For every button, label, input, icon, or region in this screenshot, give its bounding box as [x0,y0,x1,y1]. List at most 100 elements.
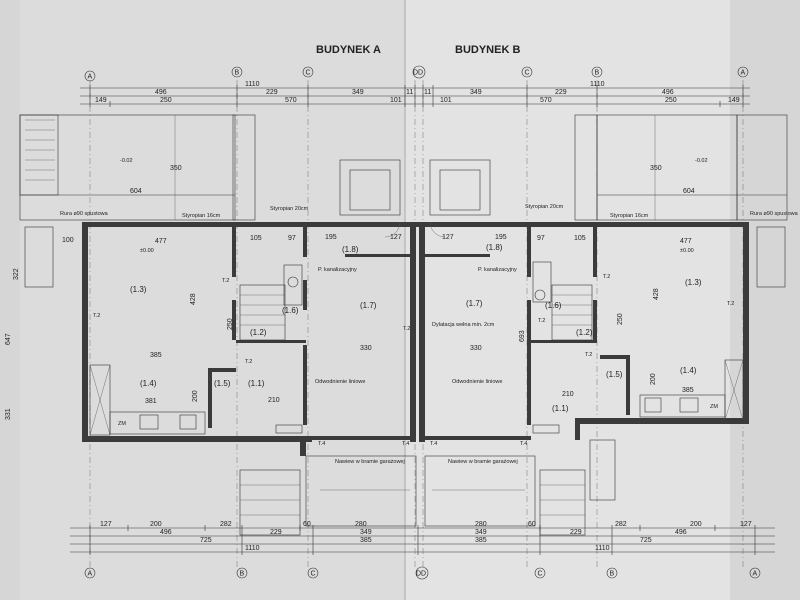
dim-b-a-1110: 1110 [245,545,260,552]
walls-building-b [419,222,749,442]
dim-b-604: 604 [683,188,695,195]
dim-a-350: 350 [170,165,182,172]
dim-left-100: 100 [62,237,74,244]
axis-label: A [88,571,93,578]
axis-label: DD [416,571,426,578]
dim-b-a-725: 725 [200,537,212,544]
note-a-styropian16: Styropian 16cm [182,213,221,219]
room-b-1-7: (1.7) [466,299,483,308]
top-dimension-lines [80,85,750,107]
room-b-1-2: (1.2) [576,328,593,337]
axis-label: C [311,571,316,578]
dim-a-250: 250 [227,318,234,330]
tag-t2: T.2 [538,318,545,324]
fixtures [89,221,744,436]
tag-t2: T.2 [222,278,229,284]
dim-b-127: 127 [442,234,454,241]
dim-a-428: 428 [190,293,197,305]
note-a-odw: Odwodnienie liniowe [315,379,365,385]
dim-b-195: 195 [495,234,507,241]
tag-t2: T.2 [93,313,100,319]
note-a-nawiew: Nawiew w bramie garażowej [335,459,405,465]
dim-b-b-282: 282 [615,521,627,528]
note-a-pion: P. kanalizacyjny [318,267,357,273]
paper-sheet-right [405,0,730,600]
dim-b-693: 693 [519,330,526,342]
dim-b-p3: 496 [662,89,674,96]
tag-t4: T.4 [318,441,325,447]
room-a-1-7: (1.7) [360,301,377,310]
dim-b-b-60: 60 [528,521,536,528]
room-b-1-6: (1.6) [545,301,562,310]
dim-mid-11b: 11 [424,89,431,96]
axis-label: B [240,571,245,578]
axis-label: DD [413,70,423,77]
dim-left-331: 331 [5,408,12,420]
dim-a-r1: 149 [95,97,107,104]
dim-b-r2: 570 [540,97,552,104]
dim-a-97: 97 [288,235,296,242]
side-balcony [756,226,786,288]
dim-a-200: 200 [192,390,199,402]
dim-b-a-200: 200 [150,521,162,528]
dim-b-200: 200 [650,373,657,385]
dim-a-r2: 250 [160,97,172,104]
axis-label: A [753,571,758,578]
axis-label: B [610,571,615,578]
room-a-1-3: (1.3) [130,285,147,294]
dim-b-r1: 101 [440,97,452,104]
dim-a-total: 1110 [245,81,260,88]
room-b-1-8: (1.8) [486,243,503,252]
dim-a-330: 330 [360,345,372,352]
note-b-styropian16: Styropian 16cm [610,213,649,219]
dim-b-a-282: 282 [220,521,232,528]
dim-a-127: 127 [390,234,402,241]
note-b-styropian20: Styropian 20cm [525,204,564,210]
dim-a-105: 105 [250,235,262,242]
dim-b-250: 250 [617,313,624,325]
dim-left-322: 322 [13,268,20,280]
dim-b-b-127: 127 [740,521,752,528]
dim-a-385: 385 [150,352,162,359]
dim-b-330: 330 [470,345,482,352]
dim-b-b-496: 496 [675,529,687,536]
dim-b-a-229: 229 [270,529,282,536]
bottom-dimension-lines [70,525,775,555]
dim-b-a-496: 496 [160,529,172,536]
dim-b-b-385: 385 [475,537,487,544]
title-building-a: BUDYNEK A [316,44,381,56]
tag-t2: T.2 [403,326,410,332]
dim-a-604: 604 [130,188,142,195]
dim-b-210: 210 [562,391,574,398]
dim-b-r3: 250 [665,97,677,104]
title-building-b: BUDYNEK B [455,44,520,56]
dim-a-477: 477 [155,238,167,245]
tag-zm: ZM [118,421,126,427]
room-a-1-2: (1.2) [250,328,267,337]
dim-b-a-349: 349 [360,529,372,536]
dim-a-p2: 229 [266,89,278,96]
room-a-1-8: (1.8) [342,245,359,254]
dim-b-r4: 149 [728,97,740,104]
tag-t2: T.2 [585,352,592,358]
level-b-1-3: ±0.00 [680,248,694,254]
dim-b-a-280: 280 [355,521,367,528]
garage-approach [239,439,616,536]
axis-label: C [538,571,543,578]
axis-markers-top: A B C DD C B A [84,65,749,82]
note-a-rura: Rura ø90 spustowa [60,211,109,217]
note-dylatacja: Dylatacja wełna min. 2cm [432,322,495,328]
dim-left-647: 647 [5,333,12,345]
dim-mid-11: 11 [406,89,413,96]
dim-a-r4: 101 [390,97,402,104]
dim-b-a-385: 385 [360,537,372,544]
dim-b-b-1110: 1110 [595,545,610,552]
dim-b-b-280: 280 [475,521,487,528]
tag-t4: T.4 [402,441,409,447]
axis-label: C [525,70,530,77]
dim-b-b-349: 349 [475,529,487,536]
tag-t4: T.4 [430,441,437,447]
tag-t2: T.2 [245,359,252,365]
axis-label: A [741,70,746,77]
dim-b-97: 97 [537,235,545,242]
